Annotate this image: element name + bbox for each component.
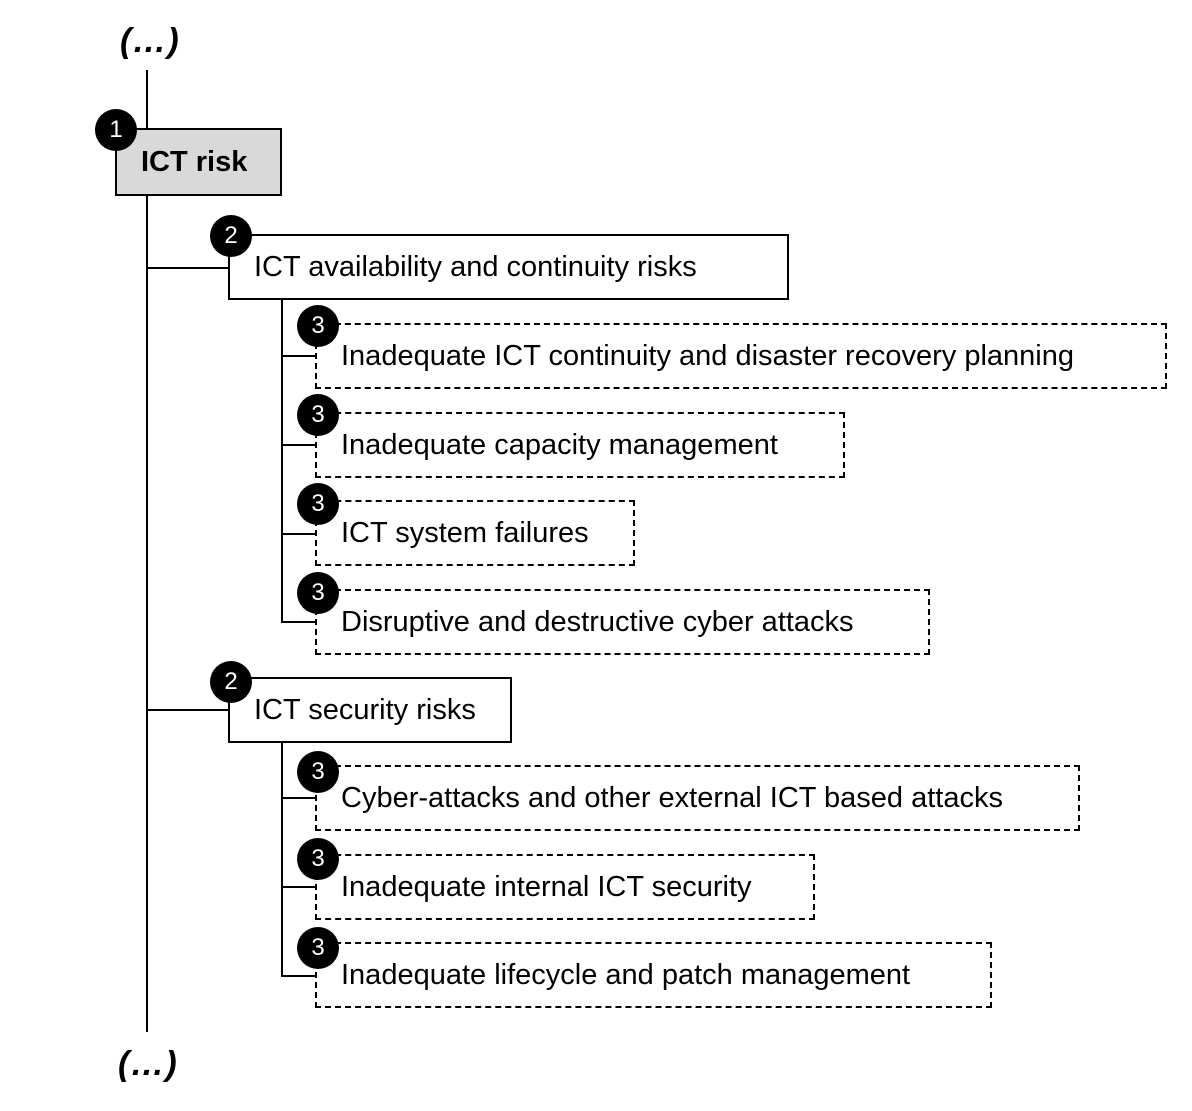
level-badge-leaf: 3 bbox=[297, 838, 339, 880]
leaf-node: Disruptive and destructive cyber attacks bbox=[315, 589, 930, 655]
leaf-node: Inadequate capacity management bbox=[315, 412, 845, 478]
level-badge-leaf: 3 bbox=[297, 305, 339, 347]
leaf-node-label: Inadequate lifecycle and patch managemen… bbox=[341, 958, 911, 991]
level-badge-text: 1 bbox=[109, 116, 123, 143]
level-badge-text: 3 bbox=[311, 845, 325, 872]
bottom-ellipsis: (…) bbox=[118, 1045, 178, 1083]
leaf-node: Inadequate lifecycle and patch managemen… bbox=[315, 942, 992, 1008]
level-badge-leaf: 3 bbox=[297, 483, 339, 525]
leaf-node-label: Inadequate capacity management bbox=[341, 428, 778, 461]
main-trunk-line bbox=[146, 70, 148, 1032]
connector-line bbox=[281, 533, 317, 535]
level-badge-text: 3 bbox=[311, 490, 325, 517]
connector-line bbox=[281, 355, 317, 357]
leaf-node: Cyber-attacks and other external ICT bas… bbox=[315, 765, 1080, 831]
leaf-node: Inadequate ICT continuity and disaster r… bbox=[315, 323, 1167, 389]
root-node-label: ICT risk bbox=[141, 145, 248, 178]
level-badge-text: 2 bbox=[224, 668, 238, 695]
connector-line bbox=[146, 709, 230, 711]
connector-line bbox=[281, 886, 317, 888]
level-badge-root: 1 bbox=[95, 109, 137, 151]
root-node: ICT risk bbox=[115, 128, 282, 196]
level-badge-text: 2 bbox=[224, 222, 238, 249]
leaf-node-label: Inadequate ICT continuity and disaster r… bbox=[341, 339, 1074, 372]
group-node: ICT security risks bbox=[228, 677, 512, 743]
level-badge-text: 3 bbox=[311, 312, 325, 339]
group-branch-line bbox=[281, 300, 283, 622]
level-badge-leaf: 3 bbox=[297, 572, 339, 614]
level-badge-group: 2 bbox=[210, 215, 252, 257]
top-ellipsis: (…) bbox=[120, 22, 180, 60]
leaf-node-label: Inadequate internal ICT security bbox=[341, 870, 752, 903]
group-node: ICT availability and continuity risks bbox=[228, 234, 789, 300]
connector-line bbox=[281, 621, 317, 623]
level-badge-text: 3 bbox=[311, 934, 325, 961]
group-branch-line bbox=[281, 743, 283, 976]
connector-line bbox=[281, 797, 317, 799]
level-badge-leaf: 3 bbox=[297, 394, 339, 436]
connector-line bbox=[281, 444, 317, 446]
level-badge-text: 3 bbox=[311, 758, 325, 785]
connector-line bbox=[281, 975, 317, 977]
level-badge-leaf: 3 bbox=[297, 751, 339, 793]
leaf-node: ICT system failures bbox=[315, 500, 635, 566]
leaf-node: Inadequate internal ICT security bbox=[315, 854, 815, 920]
group-node-label: ICT security risks bbox=[254, 693, 476, 726]
level-badge-group: 2 bbox=[210, 661, 252, 703]
connector-line bbox=[146, 267, 230, 269]
leaf-node-label: ICT system failures bbox=[341, 516, 589, 549]
level-badge-text: 3 bbox=[311, 401, 325, 428]
leaf-node-label: Cyber-attacks and other external ICT bas… bbox=[341, 781, 1003, 814]
level-badge-text: 3 bbox=[311, 579, 325, 606]
leaf-node-label: Disruptive and destructive cyber attacks bbox=[341, 605, 854, 638]
group-node-label: ICT availability and continuity risks bbox=[254, 250, 697, 283]
level-badge-leaf: 3 bbox=[297, 927, 339, 969]
